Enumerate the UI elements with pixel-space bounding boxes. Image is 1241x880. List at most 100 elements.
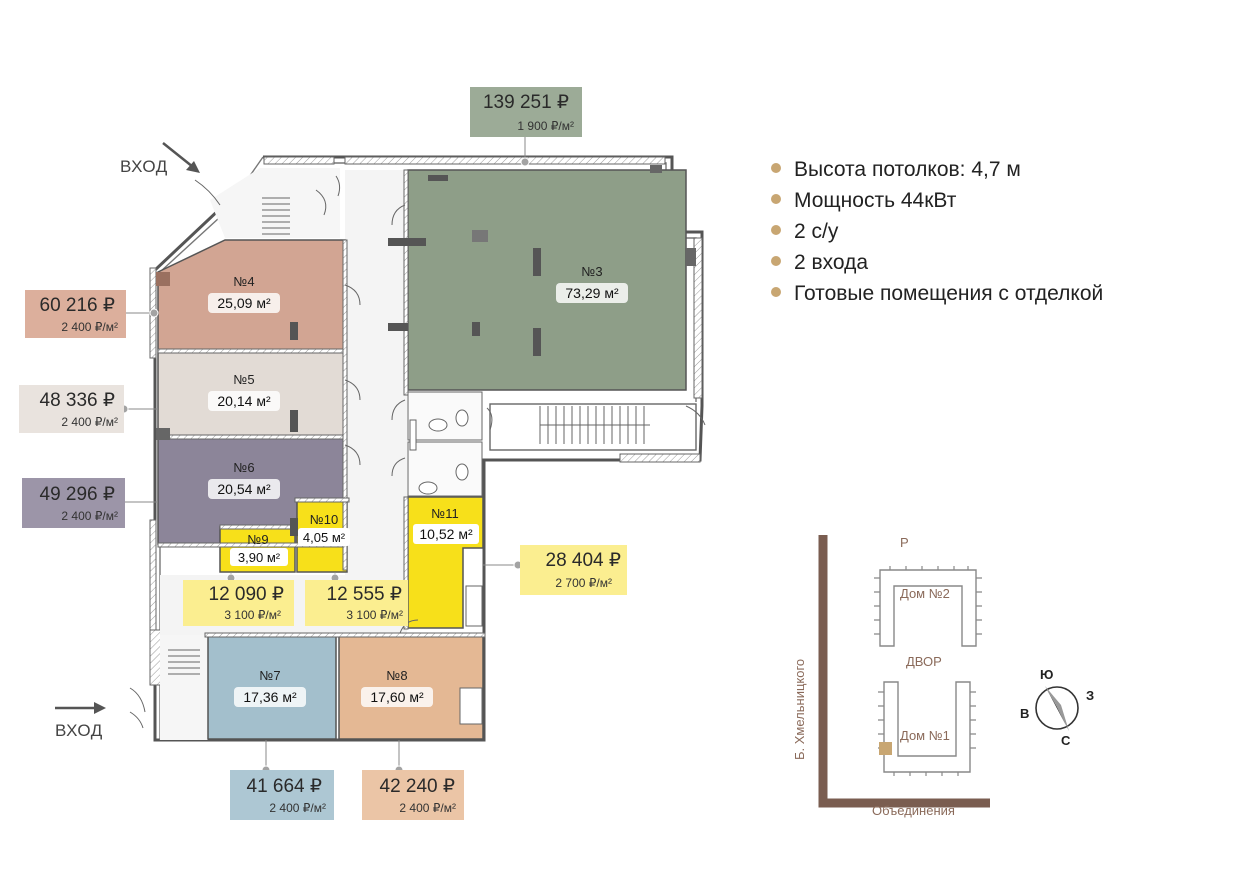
unit-8-area-text: 17,60 м² — [370, 689, 424, 705]
price-tag-unit-8[interactable]: 42 240 ₽ 2 400 ₽/м² — [362, 770, 464, 820]
column — [533, 248, 541, 276]
compass-west: В — [1020, 706, 1029, 721]
unit-8-number: №8 — [386, 668, 407, 683]
unit-5-label: №5 20,14 м² — [208, 372, 280, 411]
bathrooms — [407, 391, 483, 725]
compass-east: З — [1086, 688, 1094, 703]
column — [156, 428, 170, 440]
unit-6-area-text: 20,54 м² — [217, 481, 271, 497]
unit-4-area-text: 25,09 м² — [217, 295, 271, 311]
unit-3-area[interactable] — [407, 169, 687, 391]
column — [533, 328, 541, 356]
unit-10-number: №10 — [310, 512, 338, 527]
price-per-m2-unit-8: 2 400 ₽/м² — [399, 801, 456, 815]
bullet-icon — [771, 287, 781, 297]
column — [388, 323, 408, 331]
price-per-m2-unit-9: 3 100 ₽/м² — [224, 608, 281, 622]
entrance-bottom: ВХОД — [55, 702, 106, 740]
unit-8-label: №8 17,60 м² — [361, 668, 433, 707]
partition — [294, 497, 350, 503]
house-2: Дом №2 — [874, 566, 982, 647]
price-tag-unit-10[interactable]: 12 555 ₽ 3 100 ₽/м² — [305, 580, 408, 626]
price-tag-unit-11[interactable]: 28 404 ₽ 2 700 ₽/м² — [520, 545, 627, 595]
arrow-icon — [186, 161, 200, 173]
price-tag-unit-6[interactable]: 49 296 ₽ 2 400 ₽/м² — [22, 478, 125, 528]
column — [472, 322, 480, 336]
column — [472, 230, 488, 242]
feature-power: Мощность 44кВт — [794, 189, 957, 212]
unit-11-area-text: 10,52 м² — [419, 526, 473, 542]
price-per-m2-unit-6: 2 400 ₽/м² — [61, 509, 118, 523]
compass: Ю З С В — [1020, 667, 1094, 748]
price-unit-7: 41 664 ₽ — [247, 776, 322, 797]
feature-bathrooms: 2 с/у — [794, 220, 839, 243]
price-tag-unit-9[interactable]: 12 090 ₽ 3 100 ₽/м² — [183, 580, 294, 626]
house-1: Дом №1 — [878, 681, 976, 776]
unit-11-number: №11 — [431, 506, 458, 521]
entry-hall — [210, 168, 340, 238]
unit-9-area-text: 3,90 м² — [238, 550, 281, 565]
price-tag-unit-3[interactable]: 139 251 ₽ 1 900 ₽/м² — [470, 87, 582, 137]
unit-9-number: №9 — [247, 532, 268, 547]
stairs-bottom-left — [168, 649, 200, 675]
feature-finish: Готовые помещения с отделкой — [794, 282, 1103, 305]
price-unit-6: 49 296 ₽ — [40, 484, 115, 505]
unit-10-label: №10 4,05 м² — [298, 512, 350, 546]
entry-lobby — [160, 635, 208, 740]
unit-10-area-text: 4,05 м² — [303, 530, 346, 545]
wall-hatch — [149, 519, 157, 631]
price-per-m2-unit-7: 2 400 ₽/м² — [269, 801, 326, 815]
stairs-top-left — [262, 197, 290, 235]
stairwell — [489, 403, 697, 451]
feature-ceiling-height: Высота потолков: 4,7 м — [794, 158, 1021, 181]
price-per-m2-unit-10: 3 100 ₽/м² — [346, 608, 403, 622]
column — [290, 518, 298, 536]
column — [156, 272, 170, 286]
price-unit-5: 48 336 ₽ — [40, 390, 115, 411]
price-per-m2-unit-5: 2 400 ₽/м² — [61, 415, 118, 429]
column — [290, 410, 298, 432]
price-unit-9: 12 090 ₽ — [209, 584, 284, 605]
partition — [204, 632, 486, 638]
feature-entrances: 2 входа — [794, 251, 868, 274]
wall-hatch — [619, 453, 701, 463]
unit-6-label: №6 20,54 м² — [208, 460, 280, 499]
column — [650, 165, 662, 173]
yard-label: ДВОР — [906, 654, 942, 669]
unit-3-label: №3 73,29 м² — [556, 264, 628, 303]
price-tag-unit-4[interactable]: 60 216 ₽ 2 400 ₽/м² — [25, 290, 126, 338]
bullet-icon — [771, 256, 781, 266]
price-per-m2-unit-11: 2 700 ₽/м² — [555, 576, 612, 590]
features-list: Высота потолков: 4,7 м Мощность 44кВт 2 … — [771, 158, 1103, 305]
partition — [157, 434, 346, 440]
price-unit-11: 28 404 ₽ — [546, 550, 621, 571]
entrance-bottom-label: ВХОД — [55, 721, 103, 740]
entrance-top-label: ВХОД — [120, 157, 168, 176]
price-per-m2-unit-3: 1 900 ₽/м² — [517, 119, 574, 133]
partition — [219, 524, 298, 530]
entrance-top: ВХОД — [120, 142, 200, 176]
compass-north: Ю — [1040, 667, 1053, 682]
unit-6-number: №6 — [233, 460, 254, 475]
price-unit-10: 12 555 ₽ — [327, 584, 402, 605]
unit-3-number: №3 — [581, 264, 602, 279]
bullet-icon — [771, 194, 781, 204]
house-2-label: Дом №2 — [900, 586, 950, 601]
location-marker-icon — [879, 742, 892, 755]
wall-hatch — [693, 237, 703, 399]
price-unit-8: 42 240 ₽ — [380, 776, 455, 797]
column — [388, 238, 426, 246]
street-left-label: Б. Хмельницкого — [792, 659, 807, 760]
unit-11-label: №11 10,52 м² — [413, 506, 479, 544]
price-tag-unit-5[interactable]: 48 336 ₽ 2 400 ₽/м² — [19, 385, 124, 433]
street-line — [818, 535, 990, 808]
partition — [403, 169, 409, 396]
partition — [342, 239, 348, 571]
map-top-label: Р — [900, 535, 909, 550]
price-per-m2-unit-4: 2 400 ₽/м² — [61, 320, 118, 334]
column — [290, 322, 298, 340]
price-tag-unit-7[interactable]: 41 664 ₽ 2 400 ₽/м² — [230, 770, 334, 820]
price-tags: 139 251 ₽ 1 900 ₽/м² 60 216 ₽ 2 400 ₽/м²… — [19, 87, 627, 820]
